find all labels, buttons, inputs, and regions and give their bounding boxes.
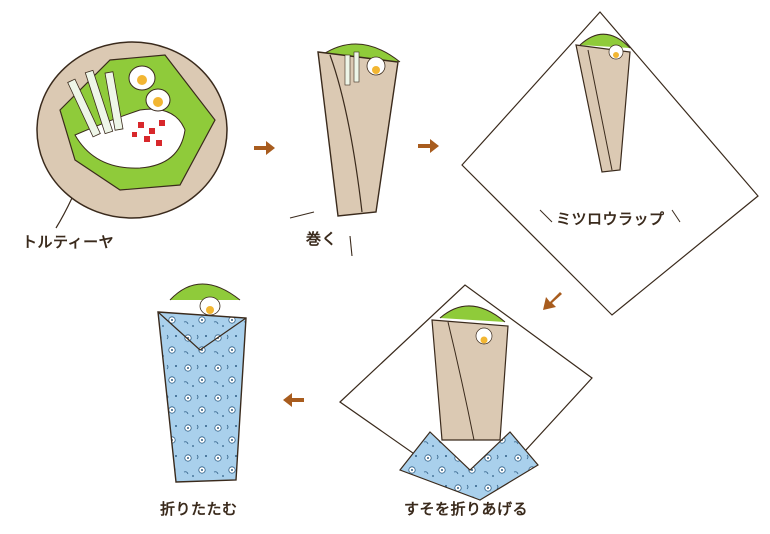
step-folded xyxy=(157,283,247,483)
label-tortilla: トルティーヤ xyxy=(22,233,115,251)
step-wax-wrap xyxy=(461,11,759,316)
arrow-down-left xyxy=(543,292,562,310)
arrow-left xyxy=(283,393,304,407)
step-rolled xyxy=(289,43,401,257)
label-wax-wrap: ミツロウラップ xyxy=(556,210,665,228)
step-tortilla xyxy=(36,41,228,229)
label-fold-hem: すそを折りあげる xyxy=(404,500,529,518)
arrow-right-1 xyxy=(254,141,275,155)
arrow-right-2 xyxy=(418,139,439,153)
step-fold-hem xyxy=(339,284,593,501)
label-roll: 巻く xyxy=(306,230,338,248)
label-fold-closed: 折りたたむ xyxy=(160,500,238,518)
